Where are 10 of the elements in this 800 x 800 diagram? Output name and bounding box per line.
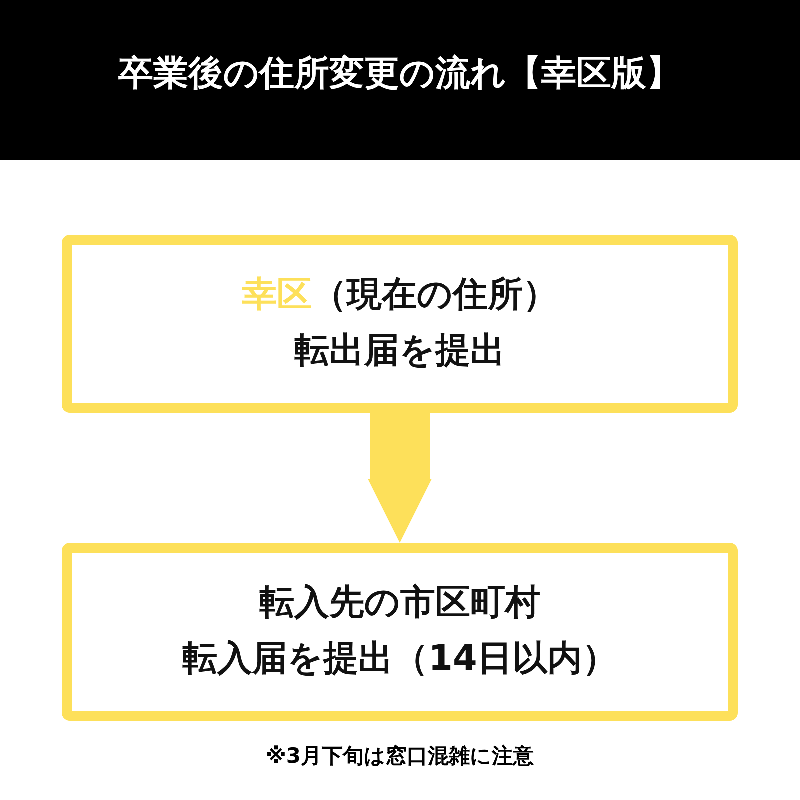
box-text: （現在の住所） — [312, 275, 558, 315]
arrow — [368, 413, 432, 543]
process-box — [62, 235, 738, 413]
title: 卒業後の住所変更の流れ【幸区版】 — [118, 53, 682, 96]
box-text: 転入届を提出（14日以内） — [182, 638, 618, 681]
box-text: 転入先の市区町村 — [258, 582, 542, 625]
process-box — [62, 543, 738, 721]
note: ※3月下旬は窓口混雑に注意 — [264, 743, 536, 770]
box-text: 転出届を提出 — [294, 330, 506, 373]
ward-name: 幸区 — [242, 275, 312, 315]
